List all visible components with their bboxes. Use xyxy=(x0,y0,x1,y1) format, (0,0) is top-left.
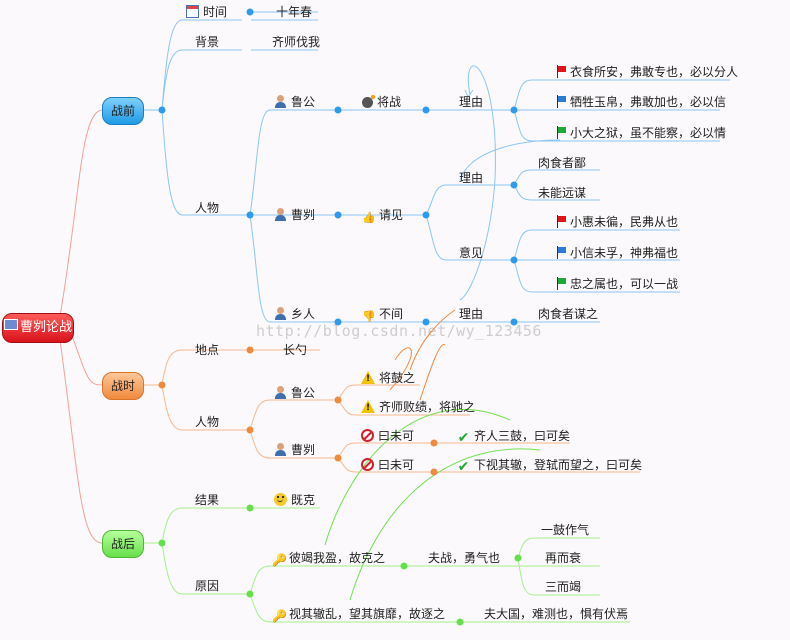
node-during-lugong-1[interactable]: 将鼓之 xyxy=(361,370,415,386)
node-caogui-action[interactable]: 👍请见 xyxy=(362,208,404,224)
node-during-caogui-2[interactable]: 曰未可 xyxy=(361,457,414,473)
node-during-people[interactable]: 人物 xyxy=(195,415,220,429)
root-label: 曹刿论战 xyxy=(19,320,72,335)
node-villager[interactable]: 乡人 xyxy=(274,306,315,322)
node-background[interactable]: 背景 xyxy=(195,35,220,49)
node-during-lugong-2[interactable]: 齐师败绩，将驰之 xyxy=(361,399,475,415)
blue-flag-icon xyxy=(556,246,566,259)
check-icon: ✔ xyxy=(457,459,470,475)
node-opinion-2[interactable]: 小信未孚，神弗福也 xyxy=(556,245,678,261)
node-cause-1-item-2[interactable]: 再而衰 xyxy=(545,551,582,565)
node-cause-1-detail[interactable]: 夫战，勇气也 xyxy=(428,551,501,565)
check-icon: ✔ xyxy=(457,430,470,446)
node-reason-2[interactable]: 牺牲玉帛，弗敢加也，必以信 xyxy=(556,94,726,110)
node-caogui[interactable]: 曹刿 xyxy=(274,207,315,223)
node-lugong-reason[interactable]: 理由 xyxy=(459,95,484,109)
node-reason-3[interactable]: 小大之狱，虽不能察，必以情 xyxy=(556,125,726,141)
node-cause-2-detail[interactable]: 夫大国，难测也，惧有伏焉 xyxy=(484,607,629,621)
branch-during[interactable]: 战时 xyxy=(102,372,144,400)
branch-before[interactable]: 战前 xyxy=(102,97,144,125)
node-time[interactable]: 时间 xyxy=(186,4,227,20)
calendar-icon xyxy=(186,5,199,18)
node-cause-1-item-3[interactable]: 三而竭 xyxy=(545,580,582,594)
node-reason-1[interactable]: 衣食所安，弗敢专也，必以分人 xyxy=(556,64,738,80)
branch-after[interactable]: 战后 xyxy=(102,530,144,558)
node-during-lugong[interactable]: 鲁公 xyxy=(274,385,315,401)
node-opinion[interactable]: 意见 xyxy=(459,246,484,260)
warning-icon xyxy=(361,400,375,415)
person-icon xyxy=(274,443,287,456)
no-entry-icon xyxy=(361,458,374,471)
node-result-value[interactable]: 既克 xyxy=(274,492,315,508)
node-villager-reason-1[interactable]: 肉食者谋之 xyxy=(538,307,599,321)
node-time-value[interactable]: 十年春 xyxy=(276,5,313,19)
node-lugong-action[interactable]: 将战 xyxy=(362,94,401,110)
green-flag-icon xyxy=(556,277,566,290)
thumbs-up-icon: 👍 xyxy=(362,211,376,224)
node-cause[interactable]: 原因 xyxy=(195,579,220,593)
key-icon: 🔑 xyxy=(272,553,287,567)
node-opinion-3[interactable]: 忠之属也，可以一战 xyxy=(556,276,678,292)
node-cause-1-item-1[interactable]: 一鼓作气 xyxy=(541,523,590,537)
node-result[interactable]: 结果 xyxy=(195,493,220,507)
root-node[interactable]: 曹刿论战 xyxy=(2,313,74,343)
smiley-icon xyxy=(274,493,287,506)
bomb-icon xyxy=(362,95,375,108)
person-icon xyxy=(274,208,287,221)
person-icon xyxy=(274,95,287,108)
window-icon xyxy=(3,319,18,330)
node-background-value[interactable]: 齐师伐我 xyxy=(272,35,321,49)
thumbs-down-icon: 👎 xyxy=(362,310,376,323)
node-caogui-reason-1[interactable]: 肉食者鄙 xyxy=(538,156,587,170)
node-cause-1[interactable]: 🔑彼竭我盈，故克之 xyxy=(272,551,386,567)
node-place-value[interactable]: 长勺 xyxy=(283,343,308,357)
node-place[interactable]: 地点 xyxy=(195,343,220,357)
warning-icon xyxy=(361,371,375,386)
watermark: http://blog.csdn.net/wy_123456 xyxy=(256,322,542,340)
node-villager-action[interactable]: 👎不间 xyxy=(362,307,404,323)
red-flag-icon xyxy=(556,65,566,78)
node-cause-2[interactable]: 🔑视其辙乱，望其旗靡，故逐之 xyxy=(272,607,446,623)
node-caogui-reason-2[interactable]: 未能远谋 xyxy=(538,186,587,200)
key-icon: 🔑 xyxy=(272,609,287,623)
node-people[interactable]: 人物 xyxy=(195,201,220,215)
green-flag-icon xyxy=(556,126,566,139)
node-caogui-reason[interactable]: 理由 xyxy=(459,171,484,185)
person-icon xyxy=(274,307,287,320)
node-villager-reason[interactable]: 理由 xyxy=(459,307,484,321)
node-during-result-2[interactable]: ✔下视其辙，登轼而望之，曰可矣 xyxy=(457,458,643,475)
node-lugong[interactable]: 鲁公 xyxy=(274,94,315,110)
node-during-caogui[interactable]: 曹刿 xyxy=(274,442,315,458)
node-during-result-1[interactable]: ✔齐人三鼓，曰可矣 xyxy=(457,429,571,446)
node-opinion-1[interactable]: 小惠未徧，民弗从也 xyxy=(556,214,678,230)
red-flag-icon xyxy=(556,215,566,228)
node-during-caogui-1[interactable]: 曰未可 xyxy=(361,428,414,444)
blue-flag-icon xyxy=(556,95,566,108)
person-icon xyxy=(274,386,287,399)
no-entry-icon xyxy=(361,429,374,442)
